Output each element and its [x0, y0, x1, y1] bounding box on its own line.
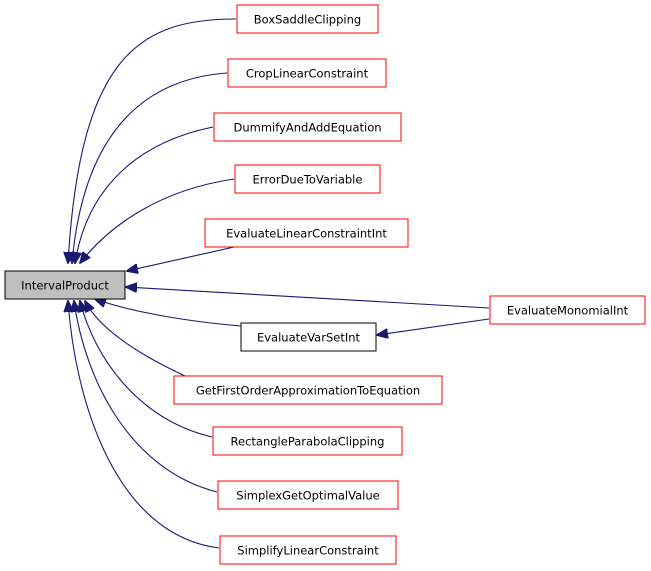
node-label: DummifyAndAddEquation [233, 121, 381, 135]
node-label: EvaluateVarSetInt [257, 331, 361, 345]
edge-simplex-opt-to-root [74, 301, 218, 493]
edges [68, 18, 490, 549]
node-crop-linear-constraint[interactable]: CropLinearConstraint [227, 58, 387, 88]
node-root[interactable]: IntervalProduct [4, 270, 126, 300]
node-evaluate-monomial-int[interactable]: EvaluateMonomialInt [489, 295, 646, 325]
node-label: ErrorDueToVariable [253, 173, 363, 187]
edge-dummify-to-root [75, 126, 214, 263]
node-box-saddle-clipping[interactable]: BoxSaddleClipping [236, 4, 379, 34]
edge-rect-parabola-to-root [80, 301, 213, 438]
edge-error-due-to-root [80, 178, 235, 263]
edge-eval-monomial-to-varset [377, 318, 490, 335]
node-dummify-and-add-equation[interactable]: DummifyAndAddEquation [213, 112, 402, 142]
edge-box-saddle-to-root [68, 18, 237, 263]
node-label: IntervalProduct [21, 279, 109, 293]
edge-eval-monomial-to-root [126, 287, 490, 309]
edge-eval-varset-to-root [95, 299, 242, 327]
node-label: RectangleParabolaClipping [231, 435, 385, 449]
node-label: GetFirstOrderApproximationToEquation [196, 384, 420, 398]
node-simplex-get-optimal-value[interactable]: SimplexGetOptimalValue [217, 480, 399, 510]
node-label: SimplexGetOptimalValue [236, 489, 379, 503]
node-evaluate-var-set-int[interactable]: EvaluateVarSetInt [240, 322, 377, 352]
edge-simplify-lin-to-root [68, 301, 220, 549]
node-label: EvaluateLinearConstraintInt [226, 227, 387, 241]
node-label: BoxSaddleClipping [254, 13, 361, 27]
node-evaluate-linear-constraint-int[interactable]: EvaluateLinearConstraintInt [204, 218, 409, 248]
node-simplify-linear-constraint[interactable]: SimplifyLinearConstraint [219, 535, 397, 565]
edge-eval-lin-int-to-root [127, 244, 244, 271]
node-get-first-order-approximation[interactable]: GetFirstOrderApproximationToEquation [173, 375, 443, 405]
node-label: EvaluateMonomialInt [507, 304, 629, 318]
node-rectangle-parabola-clipping[interactable]: RectangleParabolaClipping [212, 426, 403, 456]
node-label: CropLinearConstraint [246, 67, 369, 81]
node-label: SimplifyLinearConstraint [237, 544, 379, 558]
edge-get-first-order-to-root [85, 301, 186, 377]
edge-crop-linear-to-root [72, 72, 228, 263]
node-error-due-to-variable[interactable]: ErrorDueToVariable [234, 164, 381, 194]
